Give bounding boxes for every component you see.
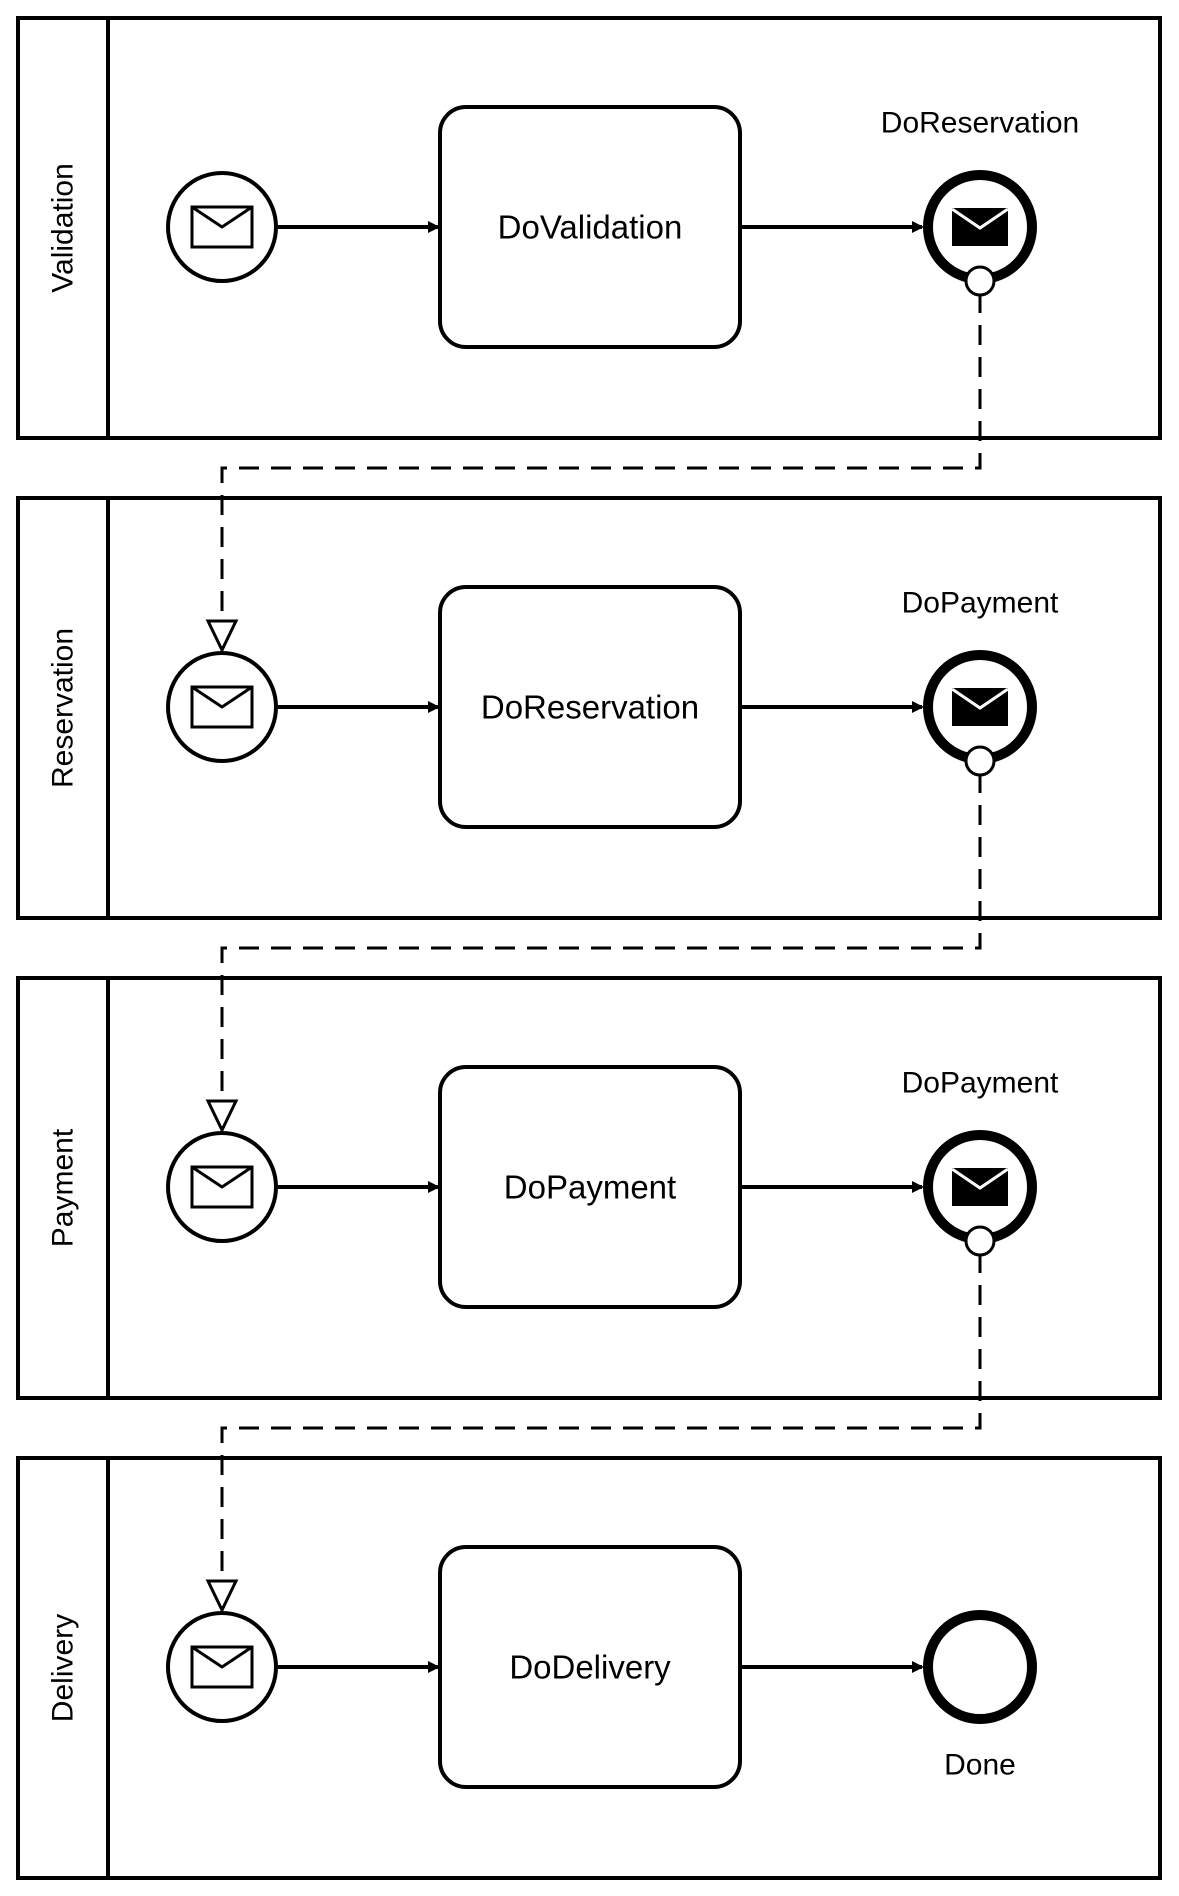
message-flow xyxy=(205,265,996,654)
end-event-label: Done xyxy=(944,1749,1016,1782)
message-flow-arrowhead xyxy=(205,1579,239,1614)
envelope-filled-icon xyxy=(951,1167,1009,1206)
envelope-filled-icon xyxy=(951,207,1009,246)
end-event[interactable] xyxy=(923,650,1037,764)
message-flow-source-marker xyxy=(964,1225,996,1257)
lane-title: Payment xyxy=(47,1128,80,1247)
end-event[interactable] xyxy=(923,1610,1037,1724)
lane-title: Reservation xyxy=(47,628,80,788)
start-event[interactable] xyxy=(166,1131,278,1243)
lane-title: Validation xyxy=(47,163,80,293)
envelope-outline-icon xyxy=(190,1645,254,1689)
message-flow-source-marker xyxy=(964,745,996,777)
end-event-label: DoPayment xyxy=(902,587,1059,620)
envelope-outline-icon xyxy=(190,1165,254,1209)
start-event[interactable] xyxy=(166,651,278,763)
lane-title: Delivery xyxy=(47,1614,80,1722)
message-flows-layer xyxy=(205,265,996,1614)
lane-reservation: Reservation DoReservation DoPayment xyxy=(16,496,1162,920)
task-label: DoReservation xyxy=(481,689,699,726)
task-label: DoDelivery xyxy=(509,1649,671,1686)
start-event[interactable] xyxy=(166,1611,278,1723)
task-dodelivery[interactable]: DoDelivery xyxy=(438,1545,742,1789)
message-flow-arrowhead xyxy=(205,619,239,654)
message-flow xyxy=(205,1225,996,1614)
task-label: DoPayment xyxy=(504,1169,676,1206)
envelope-outline-icon xyxy=(190,205,254,249)
task-doreservation[interactable]: DoReservation xyxy=(438,585,742,829)
lane-validation: Validation DoValidation DoReservation xyxy=(16,16,1162,440)
start-event[interactable] xyxy=(166,171,278,283)
message-flow xyxy=(205,745,996,1134)
envelope-filled-icon xyxy=(951,687,1009,726)
task-dopayment[interactable]: DoPayment xyxy=(438,1065,742,1309)
end-event[interactable] xyxy=(923,1130,1037,1244)
task-label: DoValidation xyxy=(498,209,683,246)
message-flow-source-marker xyxy=(964,265,996,297)
end-event[interactable] xyxy=(923,170,1037,284)
end-event-label: DoPayment xyxy=(902,1067,1059,1100)
message-flow-arrowhead xyxy=(205,1099,239,1134)
envelope-outline-icon xyxy=(190,685,254,729)
end-event-label: DoReservation xyxy=(881,107,1079,140)
task-dovalidation[interactable]: DoValidation xyxy=(438,105,742,349)
